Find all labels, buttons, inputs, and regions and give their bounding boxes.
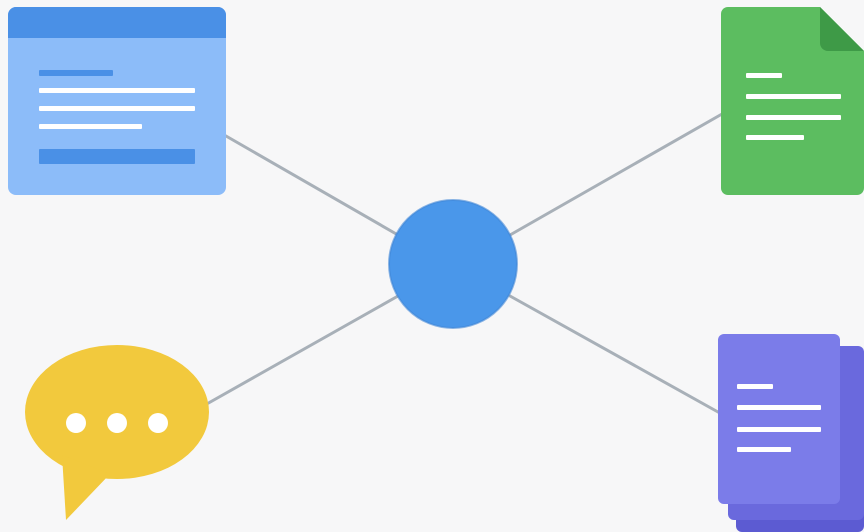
document-icon [721,7,864,195]
hub-circle-icon [388,199,518,329]
connector-chat [203,294,400,407]
connector-file-stack [508,294,720,414]
connector-document [508,112,724,237]
chat-bubble-icon [25,345,209,520]
connectors [203,112,724,414]
connector-web-page [224,134,400,237]
web-page-window-icon [8,7,226,195]
stacked-files-icon [718,334,864,532]
